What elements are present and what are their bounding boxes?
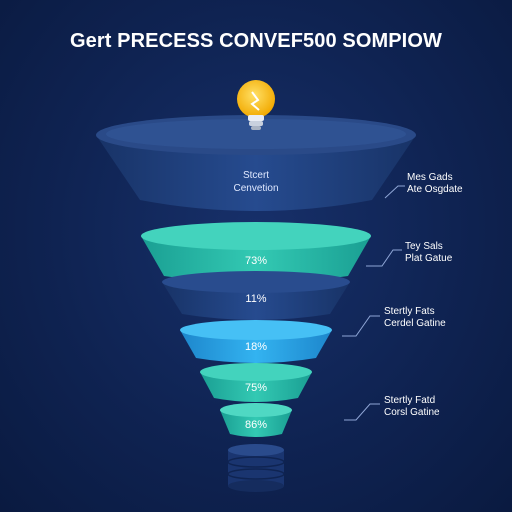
lightbulb-icon [237, 80, 275, 130]
funnel-stage-top [96, 115, 416, 211]
stage-1-value: 73% [244, 255, 268, 267]
funnel-stage-2 [162, 271, 350, 320]
annotation-1: Mes Gads Ate Osgdate [407, 172, 463, 196]
top-stage-label: Stcert Cenvetion [196, 169, 316, 195]
annotation-1-line1: Mes Gads [407, 172, 453, 183]
funnel-stage-3 [180, 320, 332, 363]
funnel-stage-4 [200, 363, 312, 402]
stage-3-value: 18% [244, 341, 268, 353]
database-icon [227, 444, 285, 492]
page-title: Gert PRECESS CONVEF500 SOMPIOW [70, 30, 442, 52]
annotation-4-line1: Stertly Fatd [384, 395, 436, 406]
funnel-stage-1 [141, 222, 371, 283]
annotation-3: Stertly Fats Cerdel Gatine [384, 306, 446, 330]
annotation-3-line2: Cerdel Gatine [384, 318, 446, 329]
annotation-2-line1: Tey Sals [405, 241, 443, 252]
connector-3 [342, 315, 380, 337]
annotation-4: Stertly Fatd Corsl Gatine [384, 395, 440, 419]
connector-2 [366, 249, 402, 267]
connector-4 [344, 403, 380, 421]
funnel-stage-5 [220, 403, 292, 437]
stage-2-value: 11% [245, 293, 267, 305]
connector-lines [342, 185, 405, 421]
annotation-4-line2: Corsl Gatine [384, 407, 440, 418]
annotation-2: Tey Sals Plat Gatue [405, 241, 452, 265]
annotation-2-line2: Plat Gatue [405, 253, 453, 264]
annotation-1-line2: Ate Osgdate [407, 184, 463, 195]
annotation-3-line1: Stertly Fats [384, 306, 435, 317]
top-stage-line2: Cenvetion [233, 183, 279, 194]
connector-1 [384, 185, 405, 199]
stage-5-value: 86% [244, 419, 268, 431]
stage-4-value: 75% [244, 382, 268, 394]
top-stage-line1: Stcert [242, 170, 270, 181]
